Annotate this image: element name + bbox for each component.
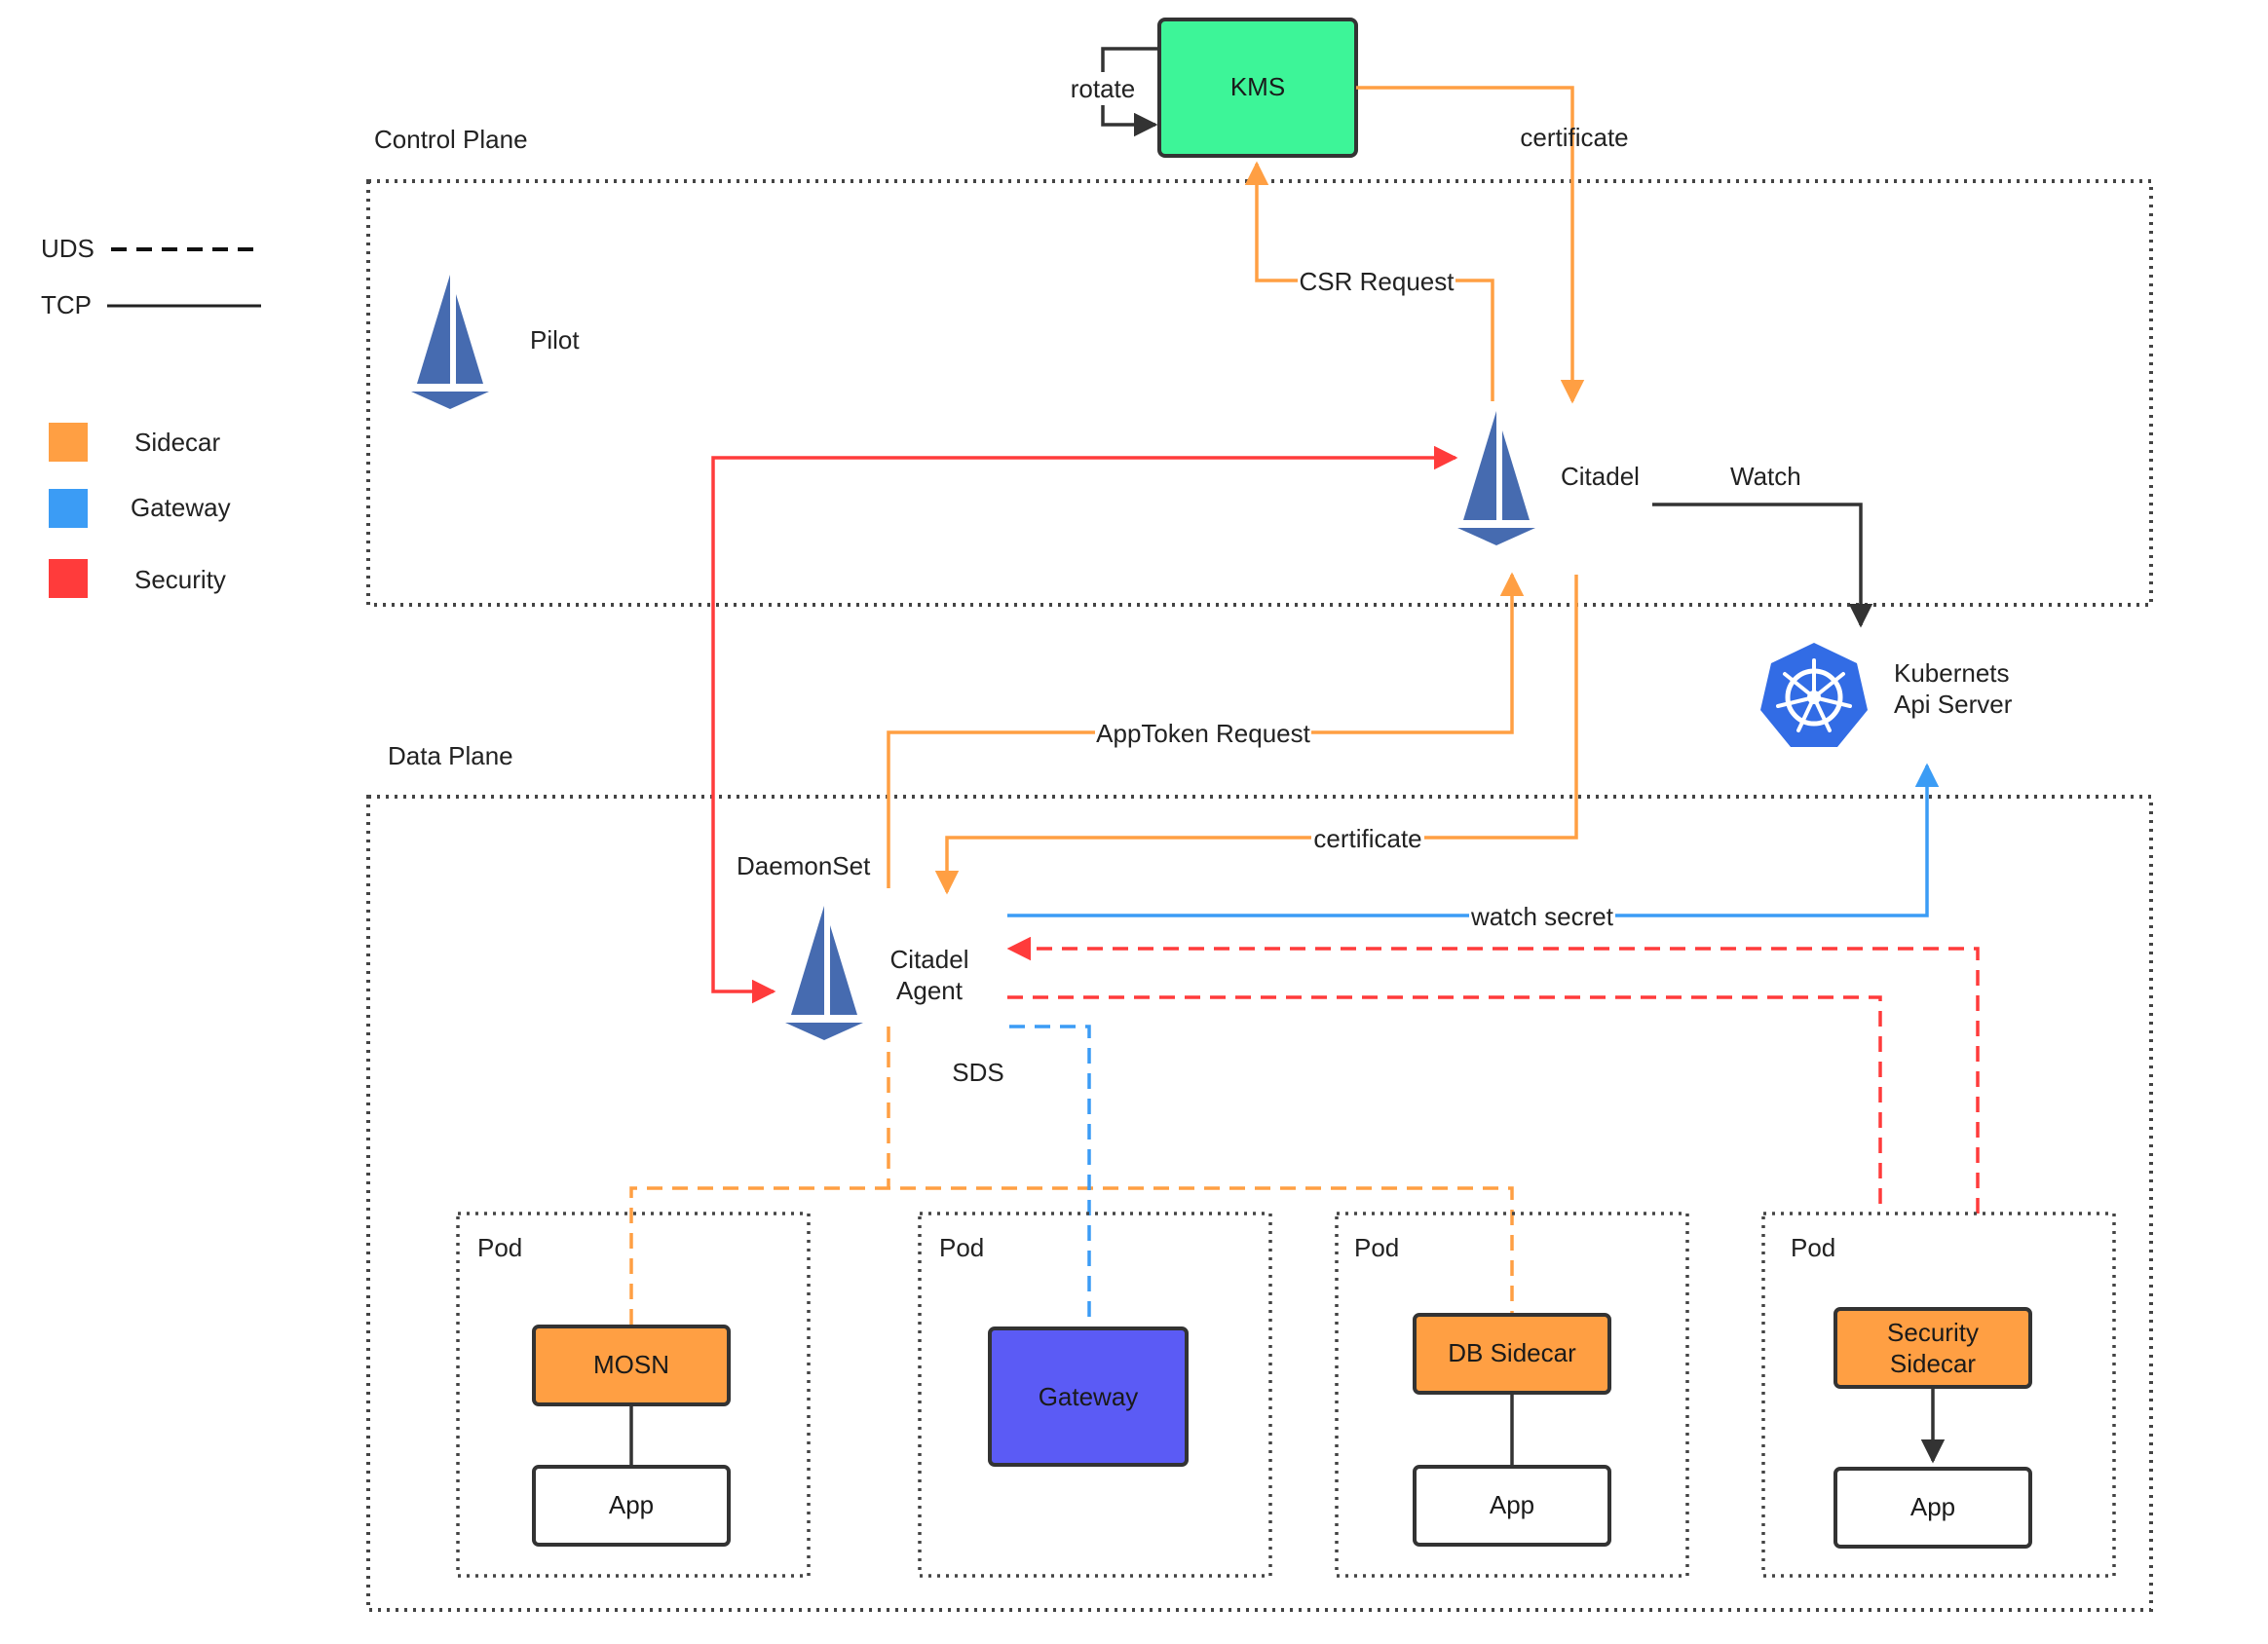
pod-2-boundary <box>918 1212 1272 1578</box>
daemonset-label: DaemonSet <box>737 851 871 880</box>
gateway-box[interactable] <box>988 1326 1189 1467</box>
security-citadel-agent-arrow <box>711 445 1458 1004</box>
security-sidecar-to-agent-arrow <box>1006 936 1980 1214</box>
citadel-agent-label-line2: Agent <box>896 976 964 1005</box>
watch-secret-label-bg <box>1469 900 1615 933</box>
pod-4-boundary <box>1761 1212 2116 1578</box>
csr-request-label: CSR Request <box>1300 267 1455 296</box>
pod-3-app-label: App <box>1490 1490 1534 1519</box>
pod-1-boundary <box>456 1212 811 1578</box>
kubernetes-label-line1: Kubernets <box>1894 658 2010 688</box>
pod-4-label: Pod <box>1791 1233 1835 1262</box>
gateway-label: Gateway <box>1039 1382 1139 1411</box>
pod-3-label: Pod <box>1354 1233 1399 1262</box>
legend-gateway-swatch <box>49 489 88 528</box>
pod-4-app-box[interactable] <box>1833 1467 2032 1549</box>
kubernetes-wheel-icon <box>1760 643 1868 747</box>
legend-sidecar-swatch <box>49 423 88 462</box>
legend-gateway-label: Gateway <box>131 493 231 522</box>
mosn-sidecar-label: MOSN <box>593 1350 669 1379</box>
agent-certificate-label: certificate <box>1313 824 1421 853</box>
legend-tcp-label: TCP <box>41 290 92 319</box>
watch-arrow <box>1652 503 1873 628</box>
pod-3-app-box[interactable] <box>1413 1465 1611 1547</box>
apptoken-request-label: AppToken Request <box>1096 719 1310 748</box>
data-plane-label: Data Plane <box>388 741 513 770</box>
apptoken-request-label-bg <box>1095 717 1311 750</box>
citadel-agent-label-line1: Citadel <box>890 945 969 974</box>
control-plane-label: Control Plane <box>374 125 528 154</box>
legend: UDS TCP Sidecar Gateway Security <box>41 234 261 598</box>
db-sidecar-label: DB Sidecar <box>1448 1338 1576 1367</box>
pod-3-boundary <box>1335 1212 1689 1578</box>
legend-security-label: Security <box>134 565 226 594</box>
sds-label: SDS <box>952 1058 1003 1087</box>
rotate-label-bg <box>1068 72 1138 105</box>
pod-1-label: Pod <box>477 1233 522 1262</box>
agent-certificate-arrow <box>934 575 1578 895</box>
agent-to-security-sidecar-link <box>1007 995 1882 1214</box>
pod-1-app-box[interactable] <box>532 1465 731 1547</box>
pilot-istio-sail-icon <box>411 275 489 409</box>
watch-label: Watch <box>1730 462 1801 491</box>
csr-request-label-bg <box>1298 265 1455 298</box>
kms-certificate-label: certificate <box>1520 123 1628 152</box>
pod-1-app-label: App <box>609 1490 654 1519</box>
legend-security-swatch <box>49 559 88 598</box>
rotate-label: rotate <box>1071 74 1136 103</box>
kubernetes-label-line2: Api Server <box>1894 690 2013 719</box>
security-sidecar-label-line2: Sidecar <box>1890 1349 1976 1378</box>
kms-certificate-arrow <box>1356 86 1585 404</box>
control-plane-boundary <box>366 179 2153 607</box>
kms-label: KMS <box>1230 72 1285 101</box>
watch-secret-label: watch secret <box>1470 902 1614 931</box>
pilot-label: Pilot <box>530 325 580 355</box>
agent-certificate-label-bg <box>1311 822 1424 855</box>
citadel-label: Citadel <box>1561 462 1640 491</box>
legend-sidecar-label: Sidecar <box>134 428 220 457</box>
sds-gateway-link <box>1009 1025 1091 1328</box>
legend-uds-label: UDS <box>41 234 94 263</box>
citadel-agent-istio-sail-icon <box>785 906 863 1040</box>
pod-2-label: Pod <box>939 1233 984 1262</box>
security-sidecar-label-line1: Security <box>1887 1318 1979 1347</box>
pod-4-app-label: App <box>1910 1492 1955 1521</box>
citadel-istio-sail-icon <box>1457 411 1535 545</box>
watch-secret-arrow <box>1007 763 1940 917</box>
kms-node[interactable]: KMS <box>1157 18 1358 158</box>
